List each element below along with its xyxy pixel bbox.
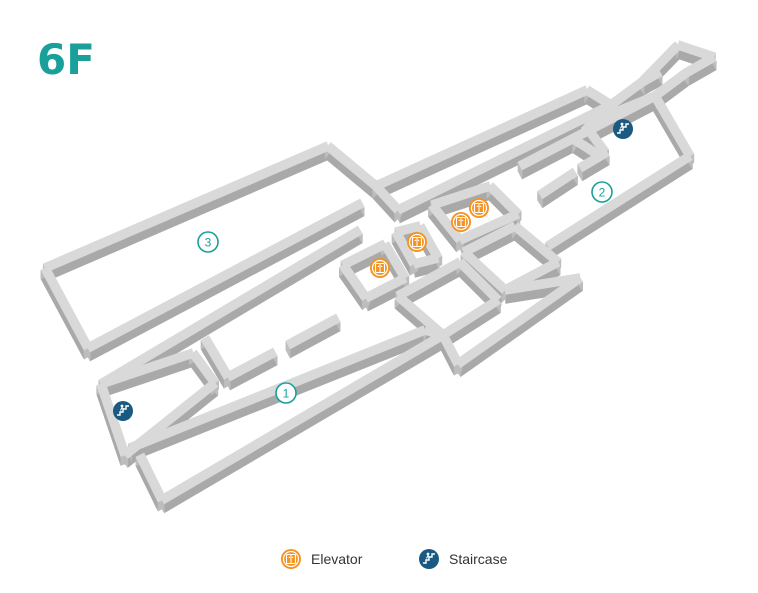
legend-elevator: Elevator bbox=[280, 546, 362, 572]
elevator-icon[interactable] bbox=[369, 257, 391, 279]
staircase-icon[interactable] bbox=[112, 400, 134, 422]
map-legend: Elevator Staircase bbox=[0, 546, 758, 572]
zone-2-label: 2 bbox=[599, 186, 606, 200]
floor-title: 6F bbox=[37, 35, 95, 84]
zone-marker-2[interactable]: 2 bbox=[591, 181, 613, 203]
floor-walls bbox=[40, 40, 717, 514]
elevator-icon[interactable] bbox=[450, 211, 472, 233]
legend-elevator-label: Elevator bbox=[311, 551, 363, 567]
elevator-icon[interactable] bbox=[406, 231, 428, 253]
zone-3-label: 3 bbox=[205, 236, 212, 250]
legend-staircase-label: Staircase bbox=[449, 551, 508, 567]
staircase-icon bbox=[418, 548, 440, 570]
zone-marker-3[interactable]: 3 bbox=[197, 231, 219, 253]
zone-marker-1[interactable]: 1 bbox=[275, 382, 297, 404]
legend-staircase: Staircase bbox=[418, 546, 507, 572]
floor-map: 3 2 1 bbox=[40, 40, 717, 514]
elevator-icon bbox=[280, 548, 302, 570]
staircase-icon[interactable] bbox=[612, 118, 634, 140]
elevator-icon[interactable] bbox=[468, 197, 490, 219]
zone-1-label: 1 bbox=[283, 387, 290, 401]
